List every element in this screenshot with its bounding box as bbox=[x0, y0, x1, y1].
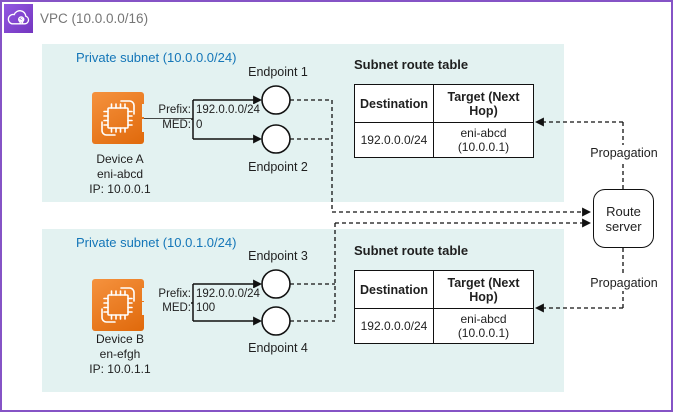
route-table-1-title: Subnet route table bbox=[354, 57, 469, 72]
subnet-2-med-value: 100 bbox=[196, 302, 216, 315]
subnet-2-label: Private subnet (10.0.1.0/24) bbox=[76, 235, 237, 250]
route-table-1-header-destination: Destination bbox=[359, 96, 429, 111]
chip-glyph bbox=[101, 287, 135, 323]
cloud-glyph bbox=[7, 10, 30, 25]
subnet-2-prefix-value: 192.0.0.0/24 bbox=[196, 288, 260, 301]
route-table-1-cell-destination: 192.0.0.0/24 bbox=[355, 122, 433, 157]
device-a-chip-icon bbox=[92, 92, 144, 144]
route-table-2-header-destination: Destination bbox=[359, 282, 429, 297]
endpoint-4-node bbox=[261, 306, 291, 336]
subnet-1-med-value: 0 bbox=[196, 119, 203, 132]
vpc-cloud-icon bbox=[4, 4, 33, 33]
endpoint-4-label: Endpoint 4 bbox=[248, 341, 308, 355]
subnet-1-prefix-value: 192.0.0.0/24 bbox=[196, 104, 260, 117]
route-table-2-title: Subnet route table bbox=[354, 243, 469, 258]
endpoint-3-node bbox=[261, 269, 291, 299]
propagation-bottom-label: Propagation bbox=[588, 275, 660, 291]
route-table-2-cell-destination: 192.0.0.0/24 bbox=[355, 308, 433, 343]
route-table-1-cell-target: eni-abcd (10.0.0.1) bbox=[433, 122, 533, 157]
device-a-ip: IP: 10.0.0.1 bbox=[89, 182, 151, 196]
subnet-1-med-label: MED: bbox=[142, 119, 191, 132]
route-table-2: Destination Target (Next Hop) 192.0.0.0/… bbox=[354, 270, 534, 344]
endpoint-2-node bbox=[261, 124, 291, 154]
route-table-2-header-target: Target (Next Hop) bbox=[433, 271, 533, 308]
subnet-2-med-label: MED: bbox=[142, 302, 191, 315]
subnet-1-label: Private subnet (10.0.0.0/24) bbox=[76, 50, 237, 65]
vpc-label: VPC (10.0.0.0/16) bbox=[40, 11, 149, 26]
device-a-label: Device A eni-abcd IP: 10.0.0.1 bbox=[65, 152, 175, 197]
endpoint-1-label: Endpoint 1 bbox=[248, 65, 308, 79]
device-b-ip: IP: 10.0.1.1 bbox=[89, 362, 151, 376]
device-b-name: Device B bbox=[95, 332, 145, 346]
device-a-name: Device A bbox=[96, 152, 144, 166]
endpoint-3-label: Endpoint 3 bbox=[248, 249, 308, 263]
chip-glyph bbox=[101, 100, 135, 136]
route-table-1-header-target: Target (Next Hop) bbox=[433, 85, 533, 122]
route-table-2-cell-target: eni-abcd (10.0.0.1) bbox=[433, 308, 533, 343]
subnet-2-prefix-label: Prefix: bbox=[142, 288, 191, 301]
endpoint-1-node bbox=[261, 85, 291, 115]
device-b-label: Device B en-efgh IP: 10.0.1.1 bbox=[65, 332, 175, 377]
route-table-1: Destination Target (Next Hop) 192.0.0.0/… bbox=[354, 84, 534, 158]
route-server-node: Route server bbox=[593, 189, 654, 248]
device-a-interface: eni-abcd bbox=[96, 167, 144, 181]
endpoint-2-label: Endpoint 2 bbox=[248, 160, 308, 174]
device-b-chip-icon bbox=[92, 279, 144, 331]
device-b-interface: en-efgh bbox=[99, 347, 141, 361]
propagation-top-label: Propagation bbox=[588, 145, 660, 161]
subnet-1-prefix-label: Prefix: bbox=[142, 104, 191, 117]
